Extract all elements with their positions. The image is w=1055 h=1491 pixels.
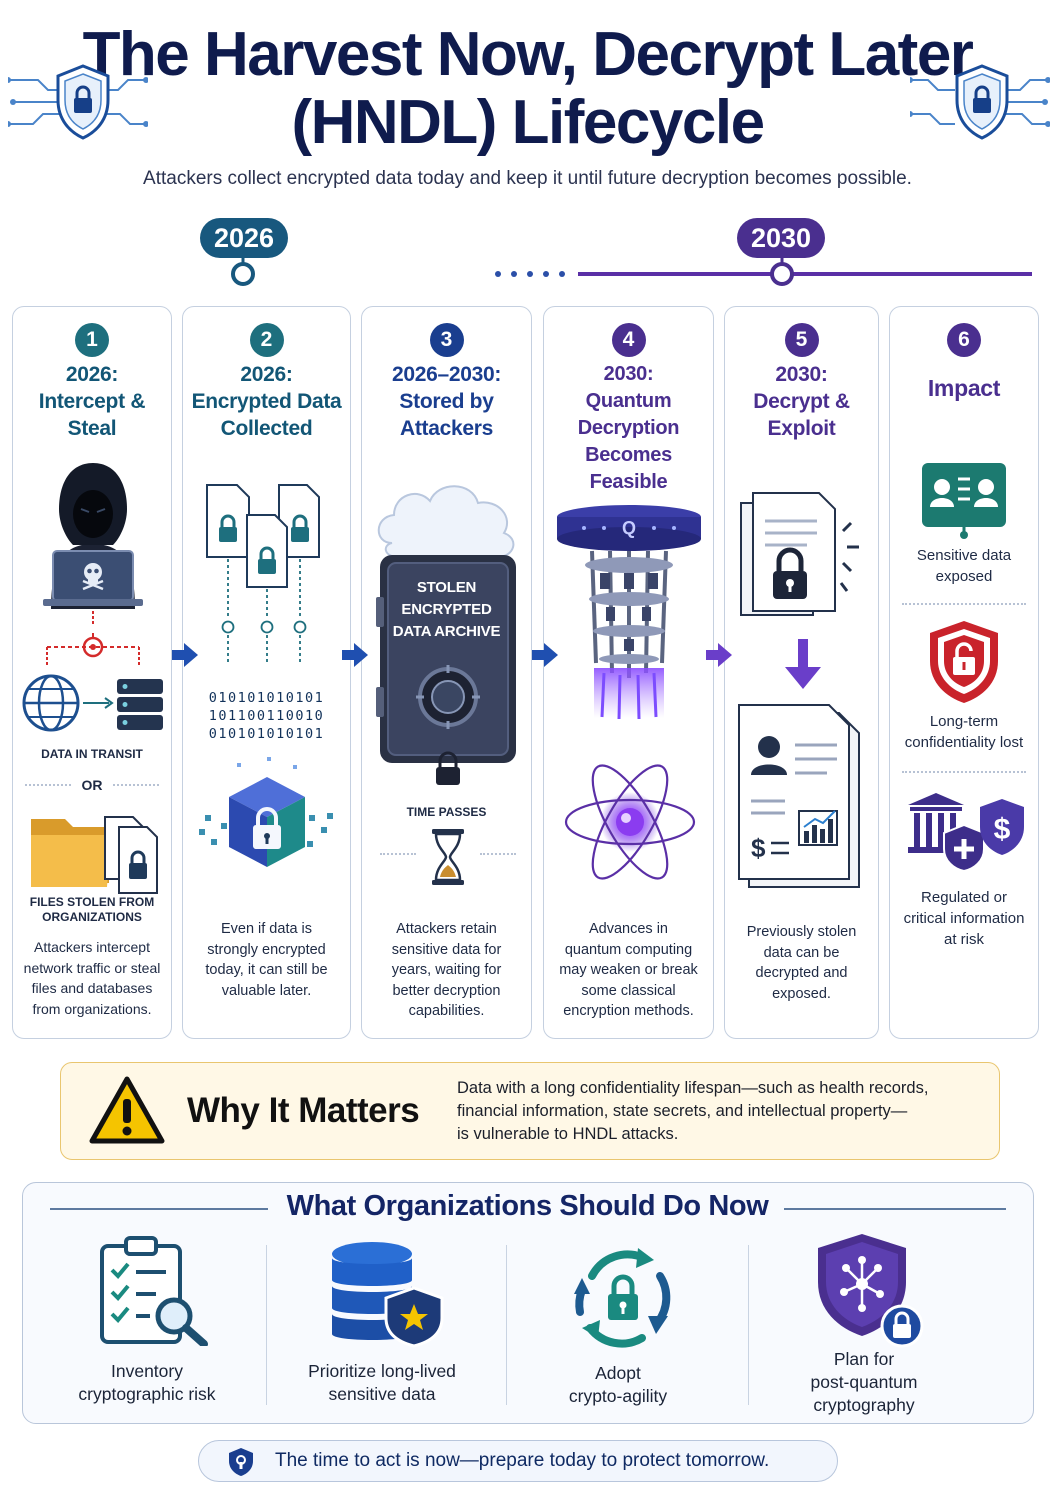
or-divider-left <box>25 784 71 786</box>
encrypted-files-icon <box>206 484 320 665</box>
atom-icon <box>564 764 696 880</box>
or-label: OR <box>81 777 103 793</box>
impact-divider-2 <box>902 771 1026 773</box>
footer-text: The time to act is now—prepare today to … <box>275 1450 770 1471</box>
timeline-bar <box>22 255 1032 286</box>
binary-line-1: 010101010101 <box>208 690 325 706</box>
database-shield-icon <box>332 1242 444 1348</box>
title-rule-right <box>784 1208 1006 1210</box>
circuit-shield-icon-left <box>8 64 148 140</box>
broken-lock-shield-icon <box>930 621 998 703</box>
time-dots-right <box>480 853 516 855</box>
quantum-shield-icon <box>818 1234 924 1348</box>
unlocked-document-icon <box>740 492 859 616</box>
stage-card-5: 5 2030: Decrypt & Exploit $ Previously s… <box>724 306 879 1039</box>
flow-arrow-icon-4 <box>706 643 732 667</box>
binary-line-3: 010101010101 <box>208 726 325 742</box>
stage-description: Attackers intercept network traffic or s… <box>23 939 161 1017</box>
stage-title: 2026: Intercept & Steal <box>38 363 146 440</box>
or-divider-right <box>113 784 159 786</box>
exposed-record-icon: $ <box>738 704 860 888</box>
year-badge-2030: 2030 <box>737 218 826 258</box>
shield-lock-icon <box>229 1448 253 1476</box>
stage-number: 6 <box>947 323 981 357</box>
flow-arrow-icon-2 <box>342 643 368 667</box>
stage-description: Advances in quantum computing may weaken… <box>559 921 698 1019</box>
action-divider-2 <box>506 1245 507 1405</box>
stage-card-1: 1 2026: Intercept & Steal DATA IN TRANSI… <box>12 306 172 1039</box>
stage-card-6: 6 Impact Sensitive data exposed Long-ter… <box>889 306 1039 1039</box>
actions-title: What Organizations Should Do Now <box>286 1190 769 1222</box>
hacker-laptop-icon <box>43 463 143 609</box>
impact-label-2: Long-term confidentiality lost <box>904 713 1024 751</box>
page-title-line1: The Harvest Now, Decrypt Later <box>82 20 974 89</box>
page-subtitle: Attackers collect encrypted data today a… <box>143 168 912 189</box>
globe-server-icon <box>22 674 163 732</box>
files-stolen-label: FILES STOLEN FROM ORGANIZATIONS <box>29 895 155 924</box>
encrypted-cube-icon <box>199 757 333 867</box>
stage-description: Even if data is strongly encrypted today… <box>205 921 328 999</box>
svg-text:$: $ <box>751 833 766 863</box>
impact-label-1: Sensitive data exposed <box>916 547 1012 585</box>
stage-title: 2030: Decrypt & Exploit <box>753 363 850 440</box>
q-label: Q <box>622 518 636 538</box>
exposed-profiles-icon <box>922 463 1006 539</box>
vault-label: STOLEN ENCRYPTED DATA ARCHIVE <box>392 579 501 640</box>
stolen-data-vault-icon <box>376 485 516 785</box>
why-title: Why It Matters <box>187 1091 420 1130</box>
checklist-magnifier-icon <box>100 1236 208 1346</box>
stage-description: Previously stolen data can be decrypted … <box>746 924 857 1002</box>
cycle-lock-icon <box>574 1248 671 1348</box>
stage-title: Impact <box>927 375 1001 401</box>
why-it-matters-panel: Why It Matters Data with a long confiden… <box>60 1062 1000 1160</box>
action-divider-1 <box>266 1245 267 1405</box>
quantum-computer-icon: Q <box>557 505 701 720</box>
footer-banner: The time to act is now—prepare today to … <box>198 1440 838 1482</box>
stage-number: 3 <box>429 323 464 357</box>
warning-icon <box>89 1076 165 1144</box>
title-rule-left <box>50 1208 268 1210</box>
binary-line-2: 101100110010 <box>208 708 325 724</box>
action-divider-3 <box>748 1245 749 1405</box>
intercept-target-icon <box>46 611 140 665</box>
time-passes-label: TIME PASSES <box>406 805 487 819</box>
stage-number: 5 <box>784 323 819 357</box>
stage-title: 2030: Quantum Decryption Becomes Feasibl… <box>577 363 680 493</box>
impact-divider-1 <box>902 603 1026 605</box>
stage-number: 2 <box>249 323 284 357</box>
stage-number: 1 <box>75 323 109 357</box>
page-title-line2: (HNDL) Lifecycle <box>291 88 765 157</box>
why-text: Data with a long confidentiality lifespa… <box>457 1079 929 1143</box>
stolen-files-icon <box>31 816 158 894</box>
impact-label-3: Regulated or critical information at ris… <box>903 889 1025 948</box>
stage-title: 2026–2030: Stored by Attackers <box>391 363 502 440</box>
stage-card-3: 3 2026–2030: Stored by Attackers STOLEN … <box>361 306 532 1039</box>
time-dots-left <box>380 853 416 855</box>
stage-card-2: 2 2026: Encrypted Data Collected 0101010… <box>182 306 351 1039</box>
regulated-institution-icon: $ <box>908 793 1024 871</box>
year-badge-2026: 2026 <box>200 218 289 258</box>
stage-number: 4 <box>611 323 646 357</box>
stage-card-4: 4 2030: Quantum Decryption Becomes Feasi… <box>543 306 714 1039</box>
action-label-3: Adopt crypto-agility <box>568 1363 668 1406</box>
down-arrow-icon <box>785 639 821 689</box>
stage-description: Attackers retain sensitive data for year… <box>391 921 502 1019</box>
stage-title: 2026: Encrypted Data Collected <box>191 363 342 440</box>
flow-arrow-icon-1 <box>172 643 198 667</box>
action-label-2: Prioritize long-lived sensitive data <box>308 1361 456 1404</box>
svg-text:$: $ <box>994 813 1011 846</box>
circuit-shield-icon-right <box>910 64 1050 140</box>
action-label-4: Plan for post-quantum cryptography <box>810 1349 918 1415</box>
flow-arrow-icon-3 <box>532 643 558 667</box>
hourglass-icon <box>432 829 464 885</box>
action-label-1: Inventory cryptographic risk <box>78 1361 216 1404</box>
transit-label: DATA IN TRANSIT <box>41 747 143 761</box>
